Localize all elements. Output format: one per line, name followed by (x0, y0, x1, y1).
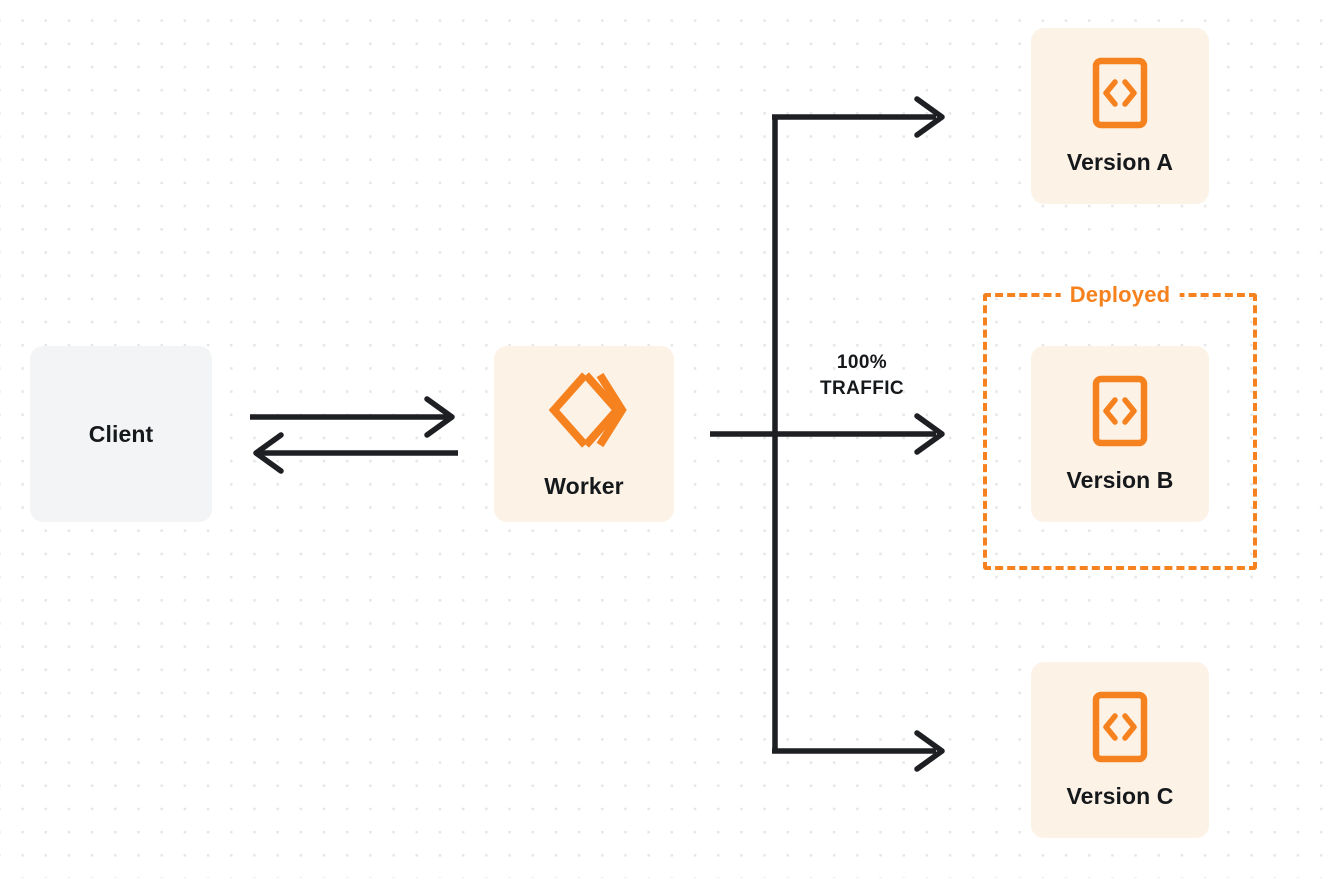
node-version-b-label: Version B (1066, 466, 1174, 493)
edge-client-to-worker (250, 396, 455, 438)
traffic-word: TRAFFIC (819, 377, 905, 399)
node-worker-label: Worker (544, 472, 624, 499)
node-version-c-label: Version C (1066, 782, 1174, 809)
traffic-percent: 100% (836, 352, 888, 373)
edge-worker-to-version-c (772, 730, 945, 772)
deployed-group: Deployed (983, 282, 1257, 570)
cloudflare-workers-logo-icon (540, 369, 628, 451)
edge-worker-to-version-a (772, 96, 945, 138)
node-client-label: Client (88, 420, 154, 447)
code-icon (1092, 57, 1148, 129)
deployed-group-label: Deployed (1060, 282, 1180, 308)
node-version-b[interactable]: Version B (1031, 346, 1209, 522)
node-version-c[interactable]: Version C (1031, 662, 1209, 838)
node-version-a[interactable]: Version A (1031, 28, 1209, 204)
node-client[interactable]: Client (30, 346, 212, 522)
traffic-label: 100% TRAFFIC (782, 350, 942, 401)
code-icon (1092, 691, 1148, 763)
edge-worker-to-client (253, 432, 458, 474)
node-worker[interactable]: Worker (494, 346, 674, 522)
node-version-a-label: Version A (1066, 148, 1174, 175)
code-icon (1092, 375, 1148, 447)
edge-worker-to-version-b (710, 413, 945, 455)
